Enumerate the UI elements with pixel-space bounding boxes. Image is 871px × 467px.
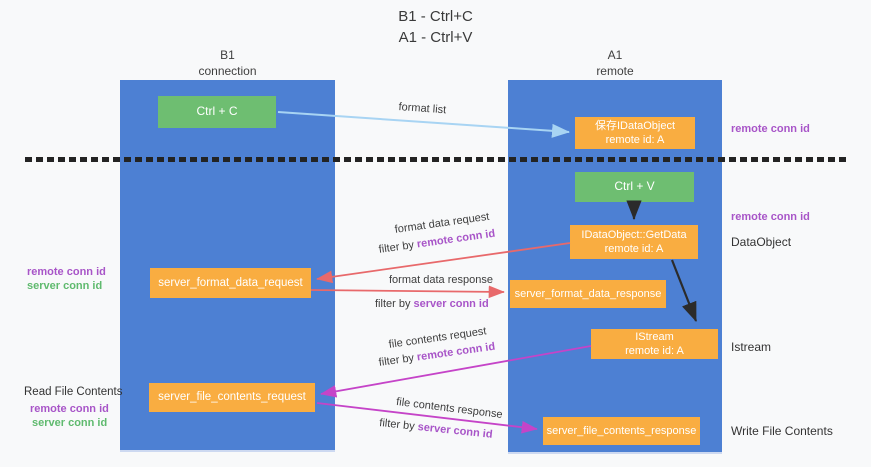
node-file-response-label: server_file_contents_response (546, 424, 697, 437)
format-response-label: format data response (389, 274, 493, 286)
format-response-arrow (310, 285, 505, 299)
node-ctrl-v-label: Ctrl + V (614, 179, 655, 194)
annotation-read-file-contents: Read File Contents (24, 386, 123, 398)
node-istream: IStream remote id: A (591, 329, 718, 359)
annotation-file-server-conn-id: server conn id (32, 417, 108, 429)
annotation-istream: Istream (731, 340, 772, 354)
format-response-filter-prefix: filter by (375, 298, 414, 310)
title-line-1: B1 - Ctrl+C (398, 8, 473, 25)
annotation-remote-conn-id-top: remote conn id (731, 123, 810, 135)
node-ctrl-c: Ctrl + C (158, 96, 276, 128)
node-save-idataobject: 保存IDataObject remote id: A (575, 117, 695, 149)
lane-header-b1: B1 connection (120, 48, 335, 79)
format-list-label: format list (398, 101, 447, 117)
node-server-format-data-request: server_format_data_request (150, 268, 311, 298)
format-response-filter: filter by server conn id (375, 298, 489, 310)
annotation-file-remote-conn-id: remote conn id (30, 403, 109, 415)
lane-a1-role: remote (596, 63, 634, 78)
annotation-remote-conn-id-mid: remote conn id (731, 211, 810, 223)
file-request-filter-prefix: filter by (378, 351, 418, 369)
node-server-file-contents-response: server_file_contents_response (543, 417, 700, 445)
node-istream-line2: remote id: A (625, 345, 684, 357)
node-save-idataobject-line2: remote id: A (605, 134, 665, 146)
lane-b1-name: B1 (220, 48, 235, 62)
file-response-label: file contents response (395, 396, 504, 421)
file-response-filter: filter by server conn id (379, 417, 493, 441)
file-response-filter-value: server conn id (417, 421, 494, 441)
annotation-format-remote-conn-id: remote conn id (27, 266, 106, 278)
node-server-file-contents-request: server_file_contents_request (149, 383, 315, 412)
title-line-2: A1 - Ctrl+V (398, 29, 473, 46)
format-request-filter-prefix: filter by (378, 238, 418, 256)
node-idataobject-getdata: IDataObject::GetData remote id: A (570, 225, 698, 259)
format-response-filter-value: server conn id (413, 298, 489, 310)
copy-paste-divider-line (25, 157, 846, 162)
annotation-dataobject: DataObject (731, 235, 792, 249)
node-save-idataobject-line1: 保存IDataObject (594, 119, 676, 132)
annotation-format-server-conn-id: server conn id (27, 280, 103, 292)
node-ctrl-c-label: Ctrl + C (196, 104, 238, 119)
lane-b1-role: connection (198, 63, 257, 78)
node-ctrl-v: Ctrl + V (575, 172, 694, 202)
node-format-response-label: server_format_data_response (514, 287, 662, 300)
diagram-title: B1 - Ctrl+C A1 - Ctrl+V (0, 6, 871, 48)
lane-a1-name: A1 (607, 48, 623, 62)
node-format-request-label: server_format_data_request (158, 276, 303, 289)
node-getdata-line2: remote id: A (604, 243, 664, 255)
file-response-filter-prefix: filter by (378, 417, 419, 433)
annotation-write-file-contents: Write File Contents (731, 424, 833, 438)
lane-header-a1: A1 remote (508, 48, 722, 79)
node-getdata-line1: IDataObject::GetData (581, 228, 687, 241)
node-istream-line1: IStream (635, 330, 674, 343)
node-file-request-label: server_file_contents_request (158, 391, 306, 404)
node-server-format-data-response: server_format_data_response (510, 280, 666, 308)
